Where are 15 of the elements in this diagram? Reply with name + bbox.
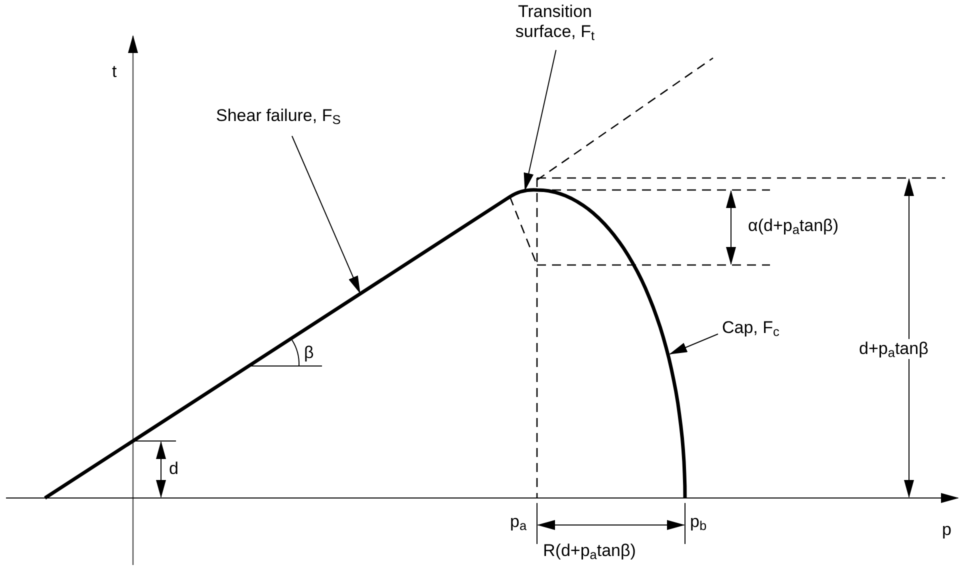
axis-label: d+p$_{a}$tanβ <box>858 339 930 359</box>
axis-label: p$_{a}$ <box>510 512 527 532</box>
axis-label: β <box>304 343 314 363</box>
axis-label: p$_{b}$ <box>690 512 707 532</box>
leader-line <box>524 50 556 191</box>
callout-label: Transition surface, F$_{t}$ <box>514 2 596 42</box>
callout-label: Cap, F$_{c}$ <box>722 318 780 338</box>
leader-line <box>669 334 718 354</box>
callout-label: Shear failure, F$_{S}$ <box>216 106 341 126</box>
axis-label: R(d+p$_{a}$tanβ) <box>543 541 636 561</box>
axis-label: t <box>112 62 117 82</box>
leader-line <box>292 136 360 294</box>
axis-label: d <box>169 459 178 479</box>
axis-label: p <box>942 520 952 540</box>
axis-label: α(d+p$_{a}$tanβ) <box>748 216 838 236</box>
